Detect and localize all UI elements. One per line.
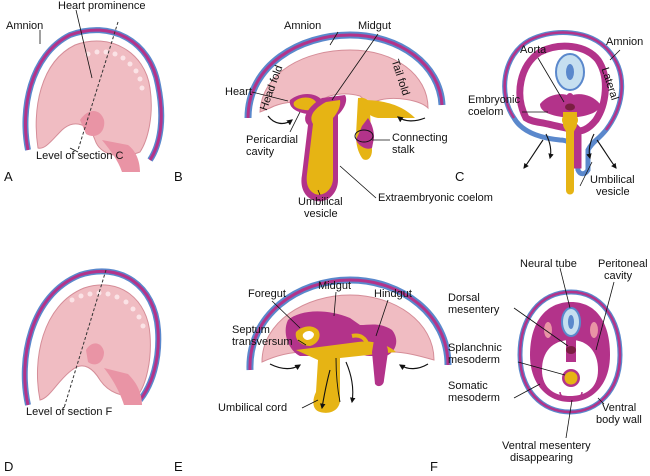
label-b-pericardial-1: Pericardial bbox=[246, 134, 298, 146]
label-f-neural-tube: Neural tube bbox=[520, 258, 577, 270]
yolk-stalk-c bbox=[563, 112, 577, 195]
label-c-amnion: Amnion bbox=[606, 36, 644, 48]
label-f-ventral-mesentery-2: disappearing bbox=[510, 452, 573, 464]
panel-letter-a: A bbox=[4, 169, 13, 184]
panel-letter-d: D bbox=[4, 459, 14, 474]
label-f-splanchnic-2: mesoderm bbox=[448, 354, 500, 366]
panel-f-cross-section bbox=[513, 267, 623, 439]
panel-letter-f: F bbox=[430, 459, 438, 474]
label-f-peritoneal-2: cavity bbox=[604, 270, 633, 282]
panel-letter-c: C bbox=[455, 169, 465, 184]
somites-d bbox=[69, 290, 146, 329]
panel-e-embryo bbox=[246, 276, 452, 413]
label-e-septum-1: Septum bbox=[232, 324, 270, 336]
peritoneal-cavity-f bbox=[542, 340, 598, 396]
panel-a-embryo bbox=[22, 9, 165, 172]
somites-a bbox=[85, 49, 145, 91]
label-f-ventral-wall-1: Ventral bbox=[602, 402, 637, 414]
label-b-umbilical-1: Umbilical bbox=[298, 196, 343, 208]
label-c-umbilical-2: vesicle bbox=[596, 186, 630, 198]
label-b-extraembryonic: Extraembryonic coelom bbox=[378, 192, 493, 204]
label-c-embryonic-1: Embryonic bbox=[468, 94, 520, 106]
yolk-e bbox=[296, 341, 396, 413]
label-a-amnion: Amnion bbox=[6, 20, 44, 32]
label-b-connecting-2: stalk bbox=[392, 144, 415, 156]
label-e-umbilical-cord: Umbilical cord bbox=[218, 402, 288, 414]
label-f-dorsal-1: Dorsal bbox=[448, 292, 480, 304]
heart-prominence-a bbox=[80, 111, 105, 137]
label-f-splanchnic-1: Splanchnic bbox=[448, 342, 502, 354]
label-b-amnion: Amnion bbox=[284, 20, 322, 32]
label-c-aorta: Aorta bbox=[520, 44, 547, 56]
label-d-section: Level of section F bbox=[26, 406, 113, 418]
label-c-embryonic-2: coelom bbox=[468, 106, 504, 118]
panel-d-embryo bbox=[21, 268, 162, 409]
section-line-a bbox=[77, 21, 119, 151]
label-a-section: Level of section C bbox=[36, 150, 124, 162]
panel-letter-b: B bbox=[174, 169, 183, 184]
label-a-heart-prominence: Heart prominence bbox=[58, 0, 146, 12]
label-e-septum-2: transversum bbox=[232, 336, 293, 348]
label-c-umbilical-1: Umbilical bbox=[590, 174, 635, 186]
label-e-foregut: Foregut bbox=[248, 288, 286, 300]
label-e-midgut: Midgut bbox=[318, 280, 352, 292]
label-f-peritoneal-1: Peritoneal bbox=[598, 258, 648, 270]
label-b-umbilical-2: vesicle bbox=[304, 208, 338, 220]
panel-b-embryo bbox=[244, 31, 446, 202]
umbilical-vesicle-b bbox=[306, 100, 341, 195]
aorta-c bbox=[565, 103, 575, 111]
label-e-hindgut: Hindgut bbox=[374, 288, 412, 300]
label-f-ventral-mesentery-1: Ventral mesentery bbox=[502, 440, 591, 452]
label-f-somatic-2: mesoderm bbox=[448, 392, 500, 404]
section-line-d bbox=[63, 269, 107, 409]
label-b-heart: Heart bbox=[225, 86, 252, 98]
label-f-somatic-1: Somatic bbox=[448, 380, 488, 392]
label-b-connecting-1: Connecting bbox=[392, 132, 448, 144]
panel-c-cross-section bbox=[502, 30, 625, 195]
label-b-pericardial-2: cavity bbox=[246, 146, 275, 158]
label-b-midgut: Midgut bbox=[358, 20, 392, 32]
label-f-dorsal-2: mesentery bbox=[448, 304, 500, 316]
label-f-ventral-wall-2: body wall bbox=[596, 414, 642, 426]
panel-letter-e: E bbox=[174, 459, 183, 474]
